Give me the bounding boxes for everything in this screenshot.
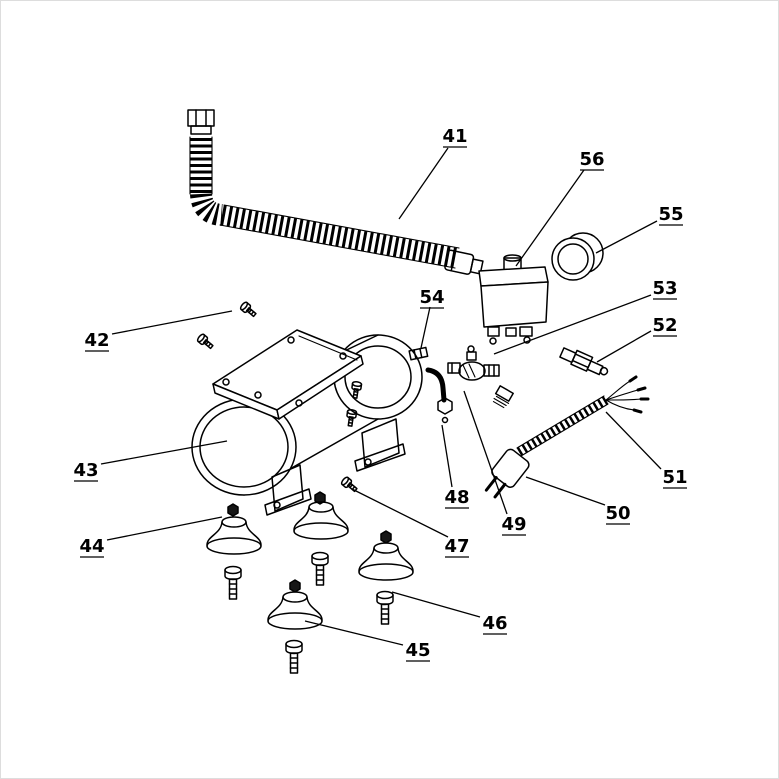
foot-nut (227, 503, 239, 517)
hose-hex-fitting (187, 109, 215, 127)
callout-48: 48 (441, 424, 470, 509)
foot-bolt-46 (376, 590, 394, 625)
tank-leg-right (354, 418, 406, 472)
power-cord-assembly (484, 375, 650, 499)
tank-fitting-54 (408, 346, 429, 361)
tank-leg-left (264, 464, 312, 516)
screw-42b (195, 332, 216, 352)
callout-layer: 41 42 43 44 45 46 47 48 49 50 51 52 53 54 55 56 (73, 126, 688, 662)
part-number-label-42: 42 (84, 330, 109, 351)
leader-line-50 (525, 476, 606, 506)
foot-bolt (311, 551, 329, 586)
callout-41: 41 (398, 126, 468, 220)
plate-screw (344, 408, 358, 428)
callout-43: 43 (73, 440, 228, 482)
leader-line-56 (515, 169, 585, 267)
part-number-label-56: 56 (579, 149, 604, 170)
part-number-label-53: 53 (652, 278, 677, 299)
foot-nut (380, 530, 392, 544)
hose-diagonal-section (220, 205, 458, 268)
outlet-valve (447, 345, 500, 381)
part-number-label-52: 52 (652, 315, 677, 336)
switch-port (487, 326, 500, 337)
callout-53: 53 (493, 278, 678, 355)
callout-56: 56 (515, 149, 605, 267)
leader-line-51 (605, 411, 662, 470)
callout-46: 46 (391, 591, 508, 635)
callout-54: 54 (419, 287, 445, 349)
callout-55: 55 (595, 204, 684, 254)
leader-line-43 (100, 440, 228, 465)
pressure-switch (478, 254, 549, 345)
leader-line-41 (398, 147, 449, 220)
foot-nut (289, 579, 301, 593)
tank-rear-cap (333, 334, 423, 420)
power-plug (484, 448, 530, 499)
part-number-label-49: 49 (501, 514, 526, 535)
callout-45: 45 (304, 620, 431, 662)
rubber-foot (358, 542, 414, 581)
leader-line-54 (420, 306, 431, 349)
part-number-label-48: 48 (444, 487, 469, 508)
leader-line-45 (304, 620, 404, 646)
callout-42: 42 (84, 310, 233, 352)
switch-port (519, 326, 533, 337)
rubber-foot (293, 501, 349, 540)
callout-44: 44 (79, 516, 223, 558)
tube-nut (437, 397, 453, 415)
foot-bolt (224, 565, 242, 600)
callout-47: 47 (351, 488, 470, 558)
part-number-label-43: 43 (73, 460, 98, 481)
spiral-hose (187, 109, 484, 275)
callout-49: 49 (463, 390, 527, 536)
part-number-label-54: 54 (419, 287, 444, 308)
callout-51: 51 (605, 411, 688, 489)
part-number-label-50: 50 (605, 503, 630, 524)
mounting-plate (212, 329, 364, 428)
part-number-label-47: 47 (444, 536, 469, 557)
part-number-label-41: 41 (442, 126, 467, 147)
leader-line-52 (596, 330, 652, 363)
quick-coupler (559, 347, 609, 376)
elbow-tube (425, 367, 453, 424)
leader-line-46 (391, 591, 481, 618)
leader-line-53 (493, 294, 652, 355)
leader-line-44 (106, 516, 223, 541)
pressure-gauge (551, 232, 604, 281)
leader-line-55 (595, 220, 658, 254)
part-number-label-44: 44 (79, 536, 104, 557)
screw-42a (238, 300, 259, 320)
rubber-foot-44 (206, 516, 262, 555)
foot-bolt (285, 639, 303, 674)
switch-port (505, 327, 517, 337)
part-number-label-51: 51 (662, 467, 687, 488)
strain-relief (492, 385, 514, 409)
air-tank (191, 334, 423, 516)
leader-line-49 (463, 390, 508, 515)
leader-line-48 (441, 424, 453, 488)
leader-line-47 (351, 488, 449, 538)
hose-end-fitting (444, 249, 484, 275)
callout-52: 52 (596, 315, 678, 363)
part-number-label-55: 55 (658, 204, 683, 225)
callout-50: 50 (525, 476, 631, 525)
coiled-cord (516, 396, 609, 456)
part-number-label-45: 45 (405, 640, 430, 661)
hose-elbow-bend (190, 192, 224, 226)
wire-ends (605, 375, 650, 414)
part-number-label-46: 46 (482, 613, 507, 634)
leader-line-42 (111, 310, 233, 335)
